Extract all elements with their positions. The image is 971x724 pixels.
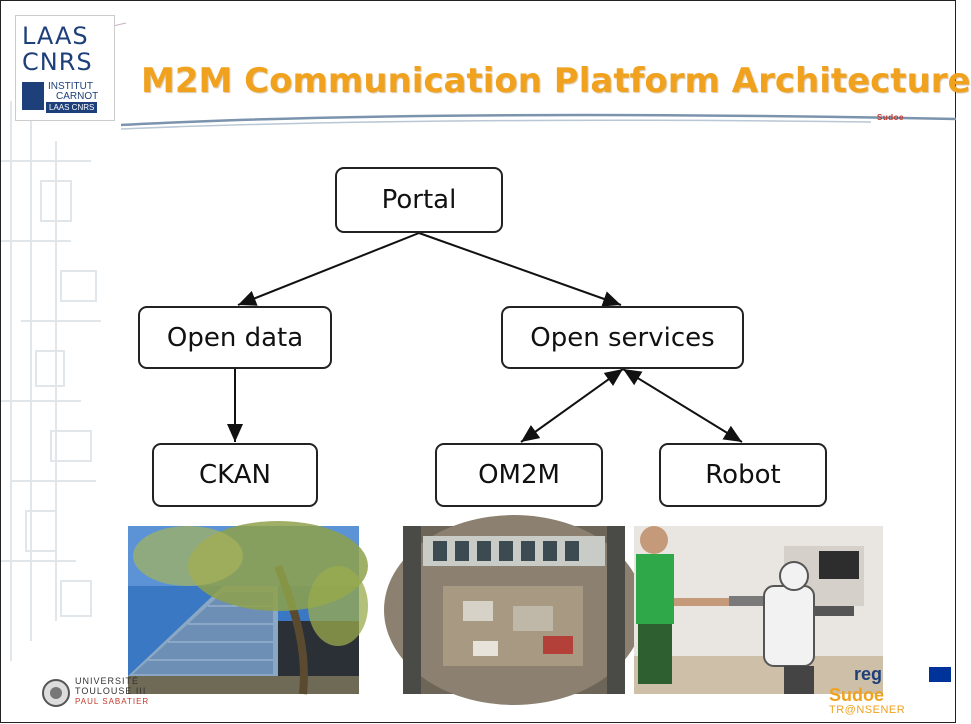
edge-open-services-robot: [622, 368, 743, 443]
carnot-line-2: CARNOT: [56, 91, 99, 102]
cnrs-logo-text: CNRS: [22, 48, 93, 76]
edge-portal-open-services: [418, 232, 622, 307]
circuit-background: [1, 101, 101, 661]
photo-lab-interior: [384, 515, 644, 705]
carnot-square-icon: [22, 82, 44, 110]
sudoe-logo: Sudoe: [829, 685, 885, 705]
node-om2m: OM2M: [435, 443, 603, 507]
institut-carnot-logo: INSTITUT CARNOT LAAS CNRS: [22, 80, 106, 114]
node-open-data: Open data: [138, 306, 332, 369]
node-open-services: Open services: [501, 306, 744, 369]
interreg-logo: reg: [854, 664, 883, 684]
photo-robot-demo: [634, 526, 883, 694]
laas-cnrs-logo: LAAS CNRS INSTITUT CARNOT LAAS CNRS: [15, 15, 115, 121]
carnot-line-3: LAAS CNRS: [46, 102, 98, 113]
transener-logo: TR@NSENER: [829, 704, 906, 716]
eu-flag-icon: [929, 667, 951, 682]
node-ckan: CKAN: [152, 443, 318, 507]
carnot-line-1: INSTITUT: [48, 81, 93, 92]
node-portal: Portal: [335, 167, 503, 233]
node-robot: Robot: [659, 443, 827, 507]
edge-open-services-om2m: [520, 368, 624, 443]
slide-title: M2M Communication Platform Architecture: [141, 61, 971, 101]
university-line-2: TOULOUSE III: [75, 686, 147, 696]
university-toulouse-logo: UNIVERSITÉ TOULOUSE III PAUL SABATIER: [41, 676, 171, 716]
university-line-1: UNIVERSITÉ: [75, 676, 140, 686]
laas-logo-text: LAAS: [22, 22, 89, 50]
edge-portal-open-data: [237, 232, 420, 306]
sudoe-header-tag: Sudoe: [877, 113, 904, 122]
university-line-3: PAUL SABATIER: [75, 697, 150, 706]
photo-building: [128, 521, 368, 695]
university-seal-icon: [42, 679, 70, 707]
